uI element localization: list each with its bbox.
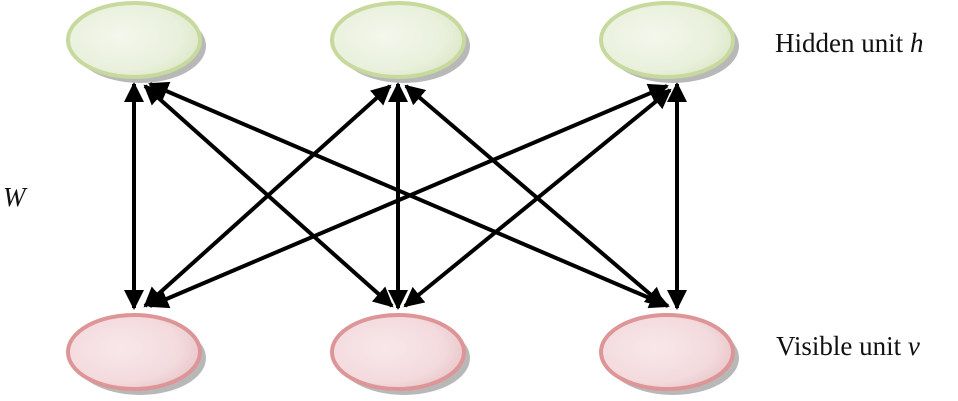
- visible-unit-2: [330, 313, 466, 391]
- hidden-unit-label: Hidden unit h: [775, 30, 924, 57]
- visible-layer: [66, 313, 739, 395]
- hidden-unit-2: [330, 1, 466, 79]
- hidden-layer: [66, 1, 739, 83]
- hidden-unit-1: [66, 1, 202, 79]
- visible-unit-1: [66, 313, 202, 391]
- hidden-unit-variable: h: [910, 28, 924, 58]
- hidden-unit-3: [599, 1, 735, 79]
- edge-h3-v2: [403, 88, 672, 308]
- visible-unit-3: [599, 313, 735, 391]
- hidden-unit-text: Hidden unit: [775, 28, 910, 58]
- visible-unit-text: Visible unit: [776, 331, 908, 361]
- weight-edges: [124, 81, 687, 310]
- visible-unit-variable: v: [907, 331, 920, 361]
- weight-matrix-label: W: [3, 182, 26, 212]
- visible-unit-label: Visible unit v: [776, 333, 920, 360]
